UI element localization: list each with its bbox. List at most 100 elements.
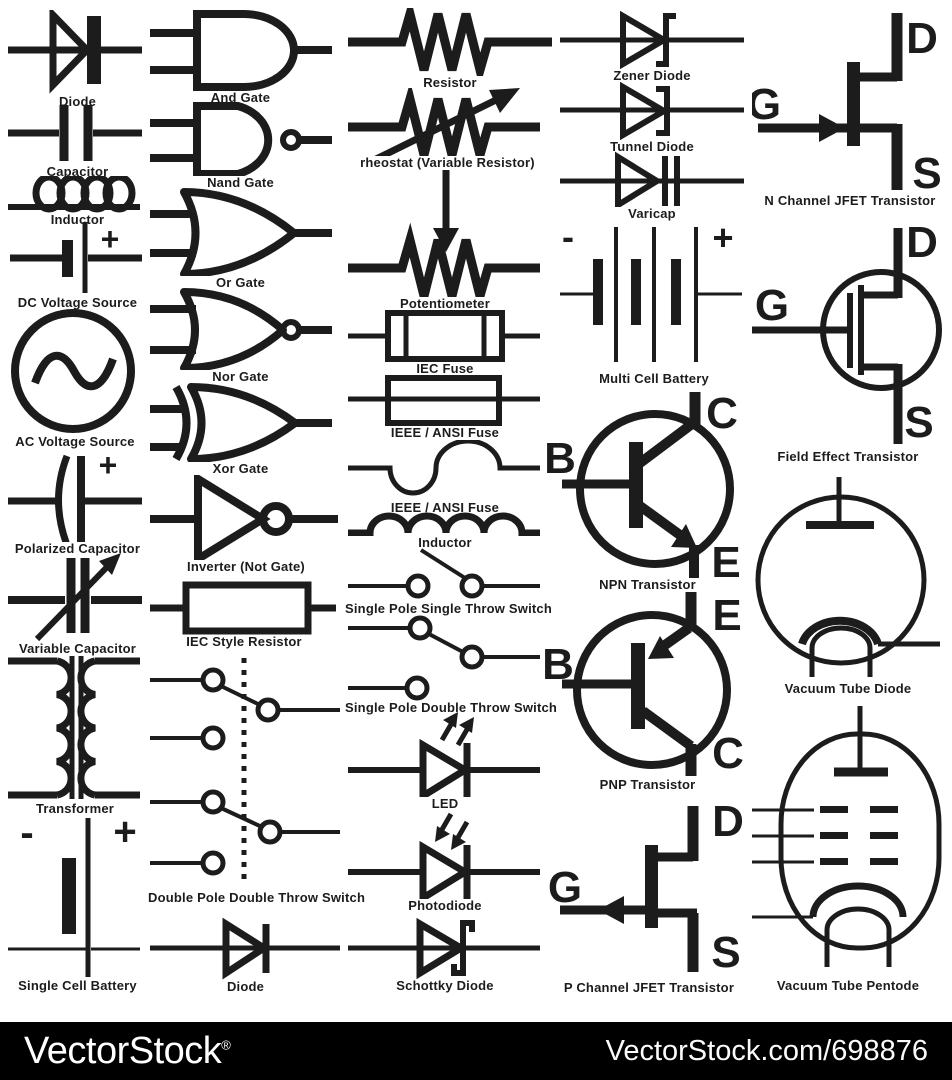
symbol-spst-switch: Single Pole Single Throw Switch xyxy=(345,545,553,616)
dpdt-switch-icon xyxy=(150,658,340,884)
base-terminal: B xyxy=(545,640,574,689)
symbol-or-gate: Or Gate xyxy=(148,188,333,290)
led-icon xyxy=(348,712,540,797)
symbol-pnp-transistor: B E C PNP Transistor xyxy=(545,588,750,792)
symbol-label: And Gate xyxy=(210,90,271,105)
symbol-label: Nor Gate xyxy=(212,369,269,384)
symbol-label: IEEE / ANSI Fuse xyxy=(390,425,500,440)
symbol-label: Vacuum Tube Diode xyxy=(784,681,912,696)
symbol-label: IEC Fuse xyxy=(416,361,474,376)
tunnel-diode-icon xyxy=(560,81,744,140)
zener-diode-icon xyxy=(560,10,744,69)
symbol-ac-voltage-source: AC Voltage Source xyxy=(5,305,145,449)
symbol-variable-capacitor: Variable Capacitor xyxy=(5,552,150,656)
resistor-icon xyxy=(348,8,552,76)
diode-outline-icon xyxy=(150,917,340,980)
symbol-inductor-loop: Inductor xyxy=(5,176,150,227)
symbol-label: Tunnel Diode xyxy=(610,139,694,154)
spdt-switch-icon xyxy=(348,615,540,701)
photodiode-icon xyxy=(348,812,540,899)
symbol-single-cell-battery: - + Single Cell Battery xyxy=(5,815,150,993)
ieee-ansi-fuse-curve-icon xyxy=(348,440,540,496)
symbol-transformer: Transformer xyxy=(5,655,145,816)
spst-switch-icon xyxy=(348,548,540,599)
xor-gate-icon xyxy=(150,383,332,462)
and-gate-icon xyxy=(150,10,332,91)
potentiometer-icon xyxy=(348,170,540,297)
drain-terminal: D xyxy=(906,220,938,267)
drain-terminal: D xyxy=(906,14,938,63)
symbol-label: Nand Gate xyxy=(207,175,274,190)
symbol-label: Single Pole Double Throw Switch xyxy=(345,700,558,715)
symbol-diode-outline: Diode xyxy=(148,915,343,994)
symbol-varicap: Varicap xyxy=(558,150,746,221)
symbol-inductor-coil: Inductor xyxy=(345,512,545,550)
symbol-ieee-ansi-fuse: IEEE / ANSI Fuse xyxy=(345,375,545,440)
symbol-label: Diode xyxy=(226,979,265,994)
diode-icon xyxy=(8,10,142,94)
symbol-spdt-switch: Single Pole Double Throw Switch xyxy=(345,615,558,715)
symbol-label: rheostat (Variable Resistor) xyxy=(360,155,535,170)
symbol-label: Single Pole Single Throw Switch xyxy=(345,601,553,616)
symbol-label: Vacuum Tube Pentode xyxy=(776,978,920,993)
symbol-label: Photodiode xyxy=(408,898,482,913)
minus-terminal: - xyxy=(562,222,574,257)
plus-terminal: + xyxy=(101,221,120,257)
inductor-coil-icon xyxy=(348,512,540,536)
symbol-led: LED xyxy=(345,708,545,811)
symbol-npn-transistor: B C E NPN Transistor xyxy=(545,388,750,592)
symbol-vacuum-tube-pentode: Vacuum Tube Pentode xyxy=(748,702,948,993)
symbol-label: Variable Capacitor xyxy=(18,641,137,656)
symbol-polarized-capacitor: + Polarized Capacitor xyxy=(5,450,150,556)
symbol-label: N Channel JFET Transistor xyxy=(764,193,936,208)
variable-capacitor-icon xyxy=(8,553,142,642)
collector-terminal: C xyxy=(706,389,738,438)
symbol-dpdt-switch: Double Pole Double Throw Switch xyxy=(148,655,366,905)
symbol-label: Zener Diode xyxy=(613,68,691,83)
schottky-diode-icon xyxy=(348,917,540,979)
symbol-label: Potentiometer xyxy=(399,296,490,311)
symbol-zener-diode: Zener Diode xyxy=(558,8,746,83)
source-terminal: S xyxy=(912,149,941,194)
emitter-terminal: E xyxy=(711,538,740,578)
symbol-label: P Channel JFET Transistor xyxy=(563,980,735,995)
symbol-label: Resistor xyxy=(423,75,477,90)
inverter-icon xyxy=(150,475,338,560)
collector-terminal: C xyxy=(712,729,744,778)
single-cell-battery-icon: - + xyxy=(8,815,140,977)
or-gate-icon xyxy=(150,188,332,276)
symbol-label: AC Voltage Source xyxy=(15,434,135,449)
emitter-terminal: E xyxy=(712,591,741,640)
symbol-label: DC Voltage Source xyxy=(17,295,138,310)
symbol-n-channel-jfet: G D S N Channel JFET Transistor xyxy=(752,8,948,208)
symbol-vacuum-tube-diode: Vacuum Tube Diode xyxy=(750,470,946,696)
symbol-label: IEEE / ANSI Fuse xyxy=(390,500,500,515)
source-terminal: S xyxy=(904,398,933,447)
symbol-label: PNP Transistor xyxy=(599,777,696,792)
symbol-label: Double Pole Double Throw Switch xyxy=(148,890,366,905)
symbol-diode: Diode xyxy=(5,10,150,109)
gate-terminal: G xyxy=(548,863,582,912)
symbol-dc-voltage-source: + DC Voltage Source xyxy=(5,220,150,310)
symbol-schottky-diode: Schottky Diode xyxy=(345,915,545,993)
nor-gate-icon xyxy=(150,288,332,370)
symbol-p-channel-jfet: G D S P Channel JFET Transistor xyxy=(545,790,753,995)
p-channel-jfet-icon: G D S xyxy=(548,797,744,977)
gate-terminal: G xyxy=(752,80,781,129)
symbol-inverter: Inverter (Not Gate) xyxy=(148,475,344,574)
dc-voltage-source-icon: + xyxy=(10,221,142,293)
symbol-label: Single Cell Battery xyxy=(18,978,137,993)
pnp-transistor-icon: B E C xyxy=(545,591,744,778)
symbol-label: Multi Cell Battery xyxy=(599,371,709,386)
symbol-label: Capacitor xyxy=(46,164,109,179)
ieee-ansi-fuse-icon xyxy=(348,375,540,426)
symbol-label: IEC Style Resistor xyxy=(186,634,302,649)
nand-gate-icon xyxy=(150,102,332,176)
symbol-label: Transformer xyxy=(35,801,115,816)
symbol-label: Inductor xyxy=(418,535,472,550)
symbol-label: Or Gate xyxy=(215,275,266,290)
symbol-tunnel-diode: Tunnel Diode xyxy=(558,80,746,154)
symbol-multi-cell-battery: - + Multi Cell Battery xyxy=(558,222,750,386)
symbol-label: Inductor xyxy=(50,212,105,227)
